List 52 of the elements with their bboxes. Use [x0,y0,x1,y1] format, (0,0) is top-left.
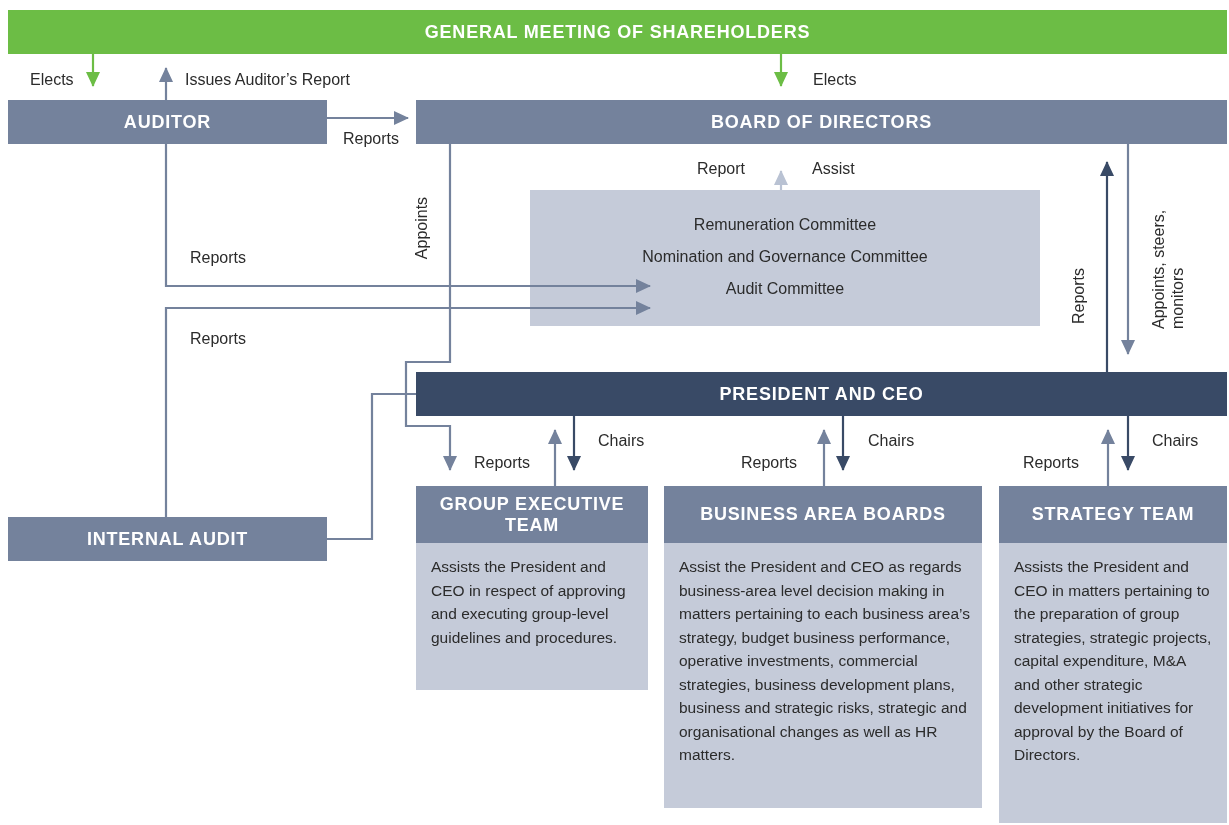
arrow [836,416,850,471]
arrow [86,54,100,87]
edge-label: Reports [190,329,247,348]
arrow [1121,144,1135,355]
arrow [164,301,651,517]
arrow [1121,416,1135,471]
edge-label: Report [697,159,746,178]
card-heading: STRATEGY TEAM [999,486,1227,543]
edge-label: Reports [1023,453,1080,472]
edge-label: Chairs [1152,431,1199,450]
edge-label: Appoints, steers, monitors [1149,208,1187,329]
edge-label: Reports [343,129,400,148]
org-box: AUDITOR [8,100,327,144]
arrow [774,170,788,190]
committee-panel [530,190,1040,326]
description: Assist the President and CEO as regards business-area level decision making in matters pertaining to each business area’s strategy, budget business performance, operative investments, commercial strategies, business development plans, business and strategic risks, strategic and organisational changes as well as HR matters. [678,557,971,765]
committee-name: Remuneration Committee [692,216,878,234]
committee-name: Audit Committee [724,280,846,298]
description: Assists the President and CEO in matters pertaining to the preparation of group strategies, strategic projects, capital expenditure, M&A and other strategic development initiatives for approval by the Board of Directors. [1013,557,1213,765]
connector-line [327,392,416,541]
arrow [548,429,562,486]
team-card [416,486,648,690]
org-box: PRESIDENT AND CEO [416,372,1227,416]
arrow [817,429,831,486]
team-card [664,486,982,808]
edge-label: Elects [813,70,857,89]
edge-label: Reports [190,248,247,267]
org-box: INTERNAL AUDIT [8,517,327,561]
description: Assists the President and CEO in respect of approving and executing group-level guidelines and procedures. [430,557,627,648]
edge-label: Appoints [411,195,431,262]
card-heading: GROUP EXECUTIVE TEAM [416,486,648,543]
arrow [164,144,651,293]
arrow [1100,161,1114,372]
header-bar: GENERAL MEETING OF SHAREHOLDERS [8,10,1227,54]
edge-label: Issues Auditor’s Report [185,70,350,89]
edge-label: Reports [741,453,798,472]
arrow [404,144,457,471]
arrow [159,67,173,100]
edge-label: Chairs [598,431,645,450]
arrow [567,416,581,471]
annotation-text: Assist [812,159,855,178]
card-heading: BUSINESS AREA BOARDS [664,486,982,543]
arrow [1101,429,1115,486]
arrow [774,54,788,87]
committee-name: Nomination and Governance Committee [641,248,929,266]
edge-label: Reports [474,453,531,472]
org-box: BOARD OF DIRECTORS [416,100,1227,144]
team-card [999,486,1227,823]
edge-label: Elects [30,70,74,89]
edge-label: Chairs [868,431,915,450]
edge-label: Reports [1068,267,1088,326]
arrow [327,111,409,125]
